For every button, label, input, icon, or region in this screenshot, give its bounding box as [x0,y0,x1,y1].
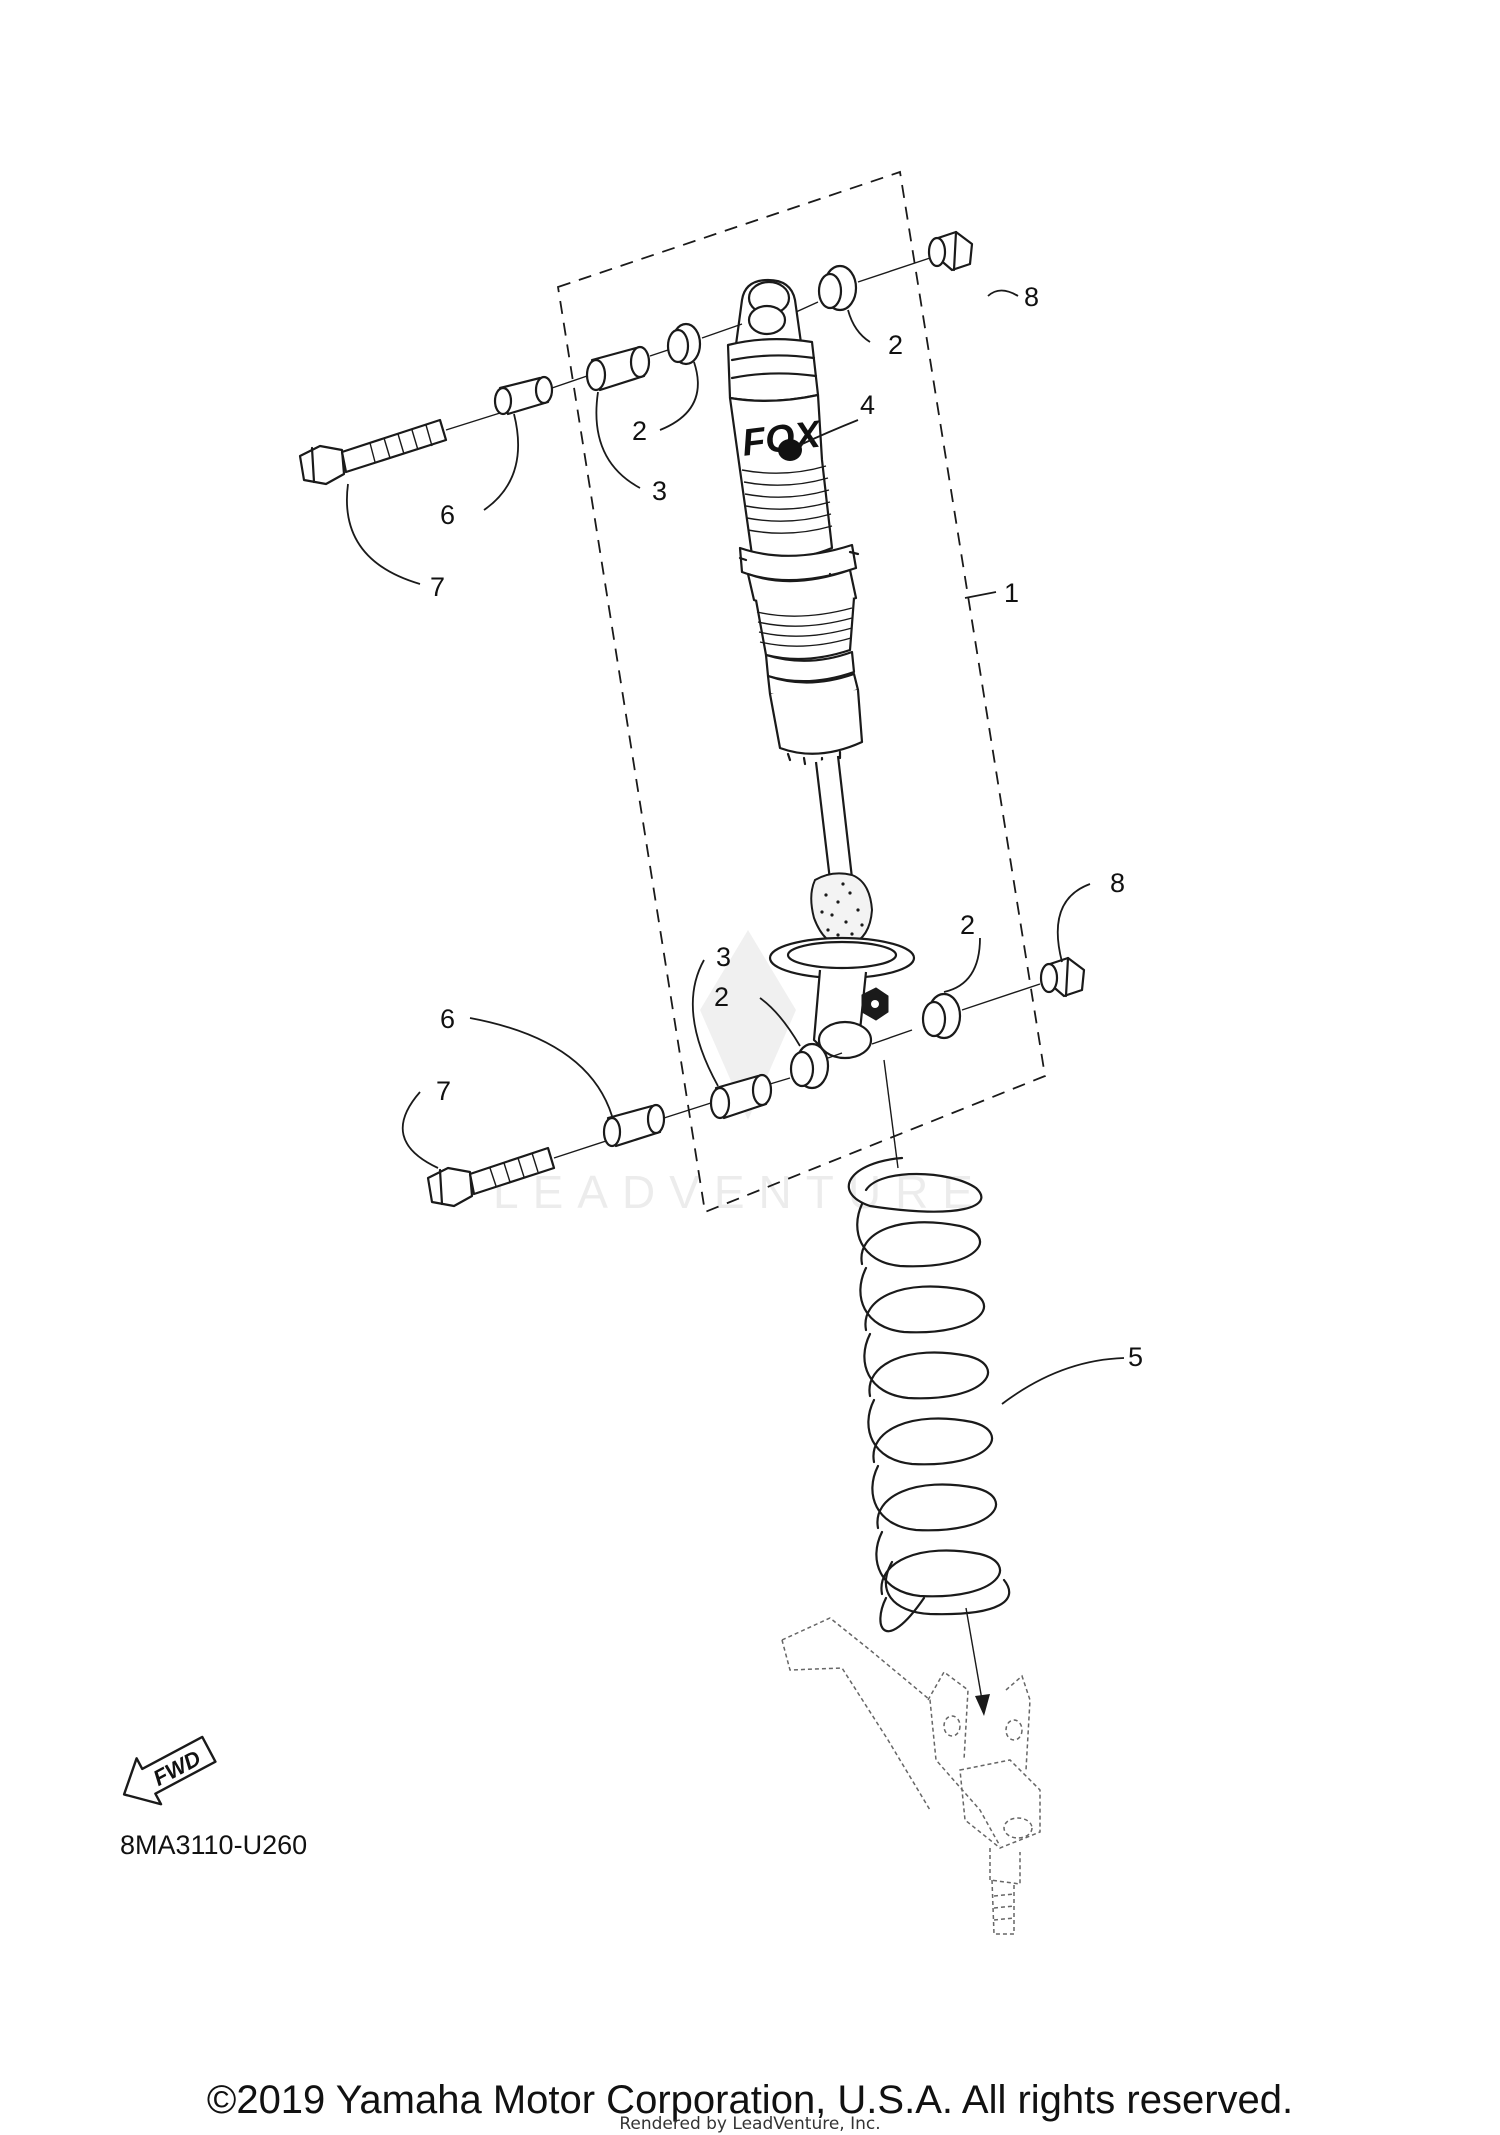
shock-absorber[interactable]: FOX [726,278,916,1060]
diagram-reference-id: 8MA3110-U260 [120,1830,308,1860]
shock-assembly-boundary [556,170,1047,1214]
nut-upper[interactable] [927,230,974,272]
callout-2-lower-left: 2 [714,982,729,1012]
callout-1: 1 [1004,578,1019,608]
callout-2-lower-right: 2 [960,910,975,940]
callout-3-upper: 3 [652,476,667,506]
collar-upper[interactable] [493,375,554,416]
callout-2-upper-right: 2 [888,330,903,360]
callout-3-lower: 3 [716,942,731,972]
callout-7-lower: 7 [436,1076,451,1106]
callout-4: 4 [860,390,875,420]
nut-lower[interactable] [1039,956,1086,998]
seal-lower-right[interactable] [921,992,962,1040]
callout-7-upper: 7 [430,572,445,602]
callout-6-lower: 6 [440,1004,455,1034]
callout-8-upper: 8 [1024,282,1039,312]
bolt-upper[interactable] [298,418,448,486]
seal-upper-right[interactable] [817,264,858,312]
coil-spring[interactable] [847,1156,1011,1633]
callout-8-lower: 8 [1110,868,1125,898]
lower-arm-reference [781,1617,1041,1935]
bolt-lower[interactable] [426,1146,556,1208]
callout-2-upper-left: 2 [632,416,647,446]
collar-lower[interactable] [602,1103,666,1148]
rendered-by-credit: Rendered by LeadVenture, Inc. [619,2114,881,2134]
fwd-arrow-icon: FWD [122,1735,217,1806]
callout-6-upper: 6 [440,500,455,530]
copyright-notice: ©2019 Yamaha Motor Corporation, U.S.A. A… [206,2078,1294,2122]
seal-upper-left[interactable] [666,322,702,366]
bushing-upper[interactable] [585,345,651,392]
seal-lower-left[interactable] [789,1042,830,1090]
bushing-lower[interactable] [709,1073,773,1120]
callout-5: 5 [1128,1342,1143,1372]
